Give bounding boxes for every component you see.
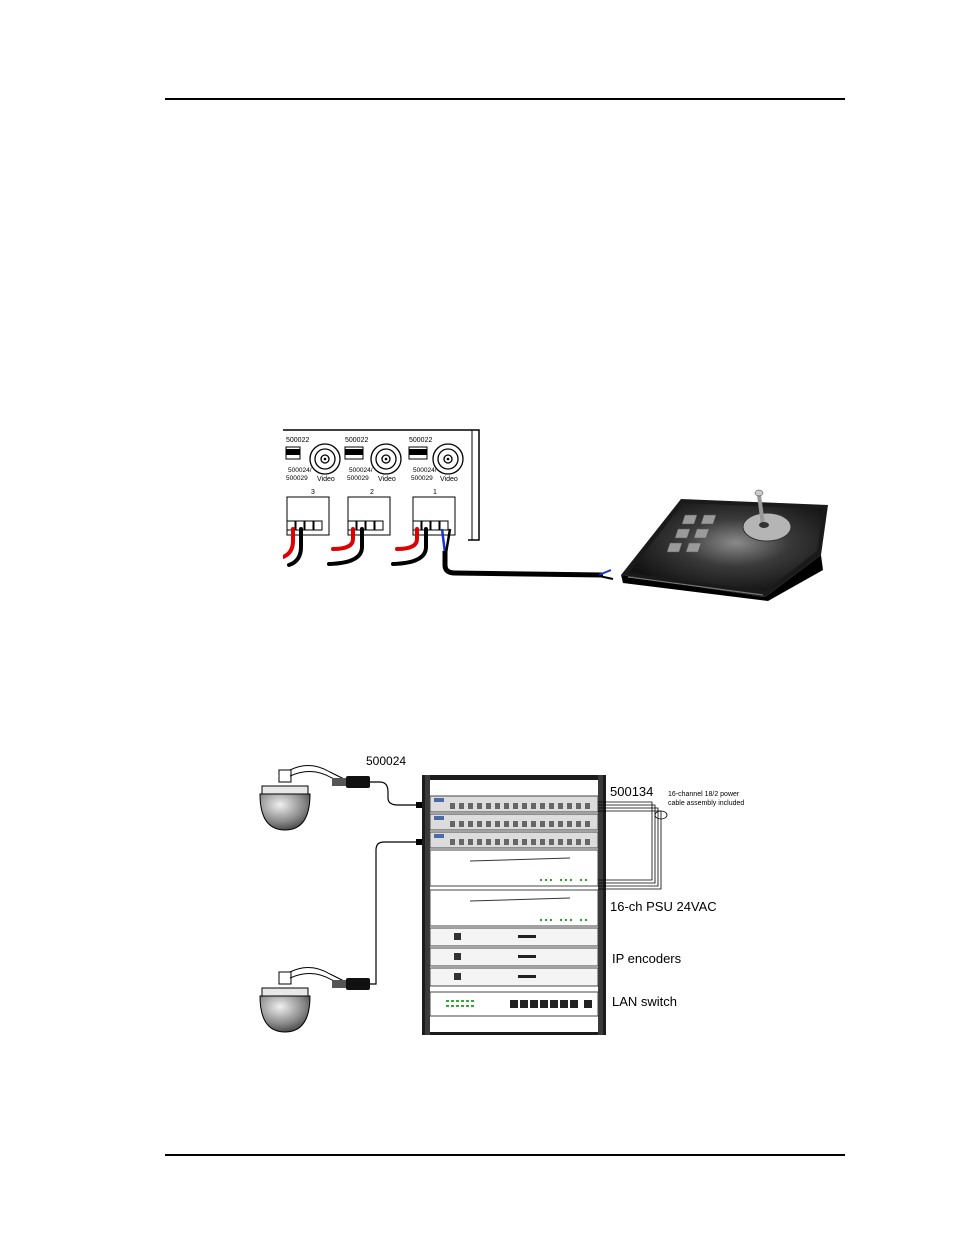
bnc-video-connector xyxy=(310,444,340,474)
video-label: Video xyxy=(440,476,458,483)
part-label: 500022 xyxy=(286,437,309,444)
cable-note-line1: 16-channel 18/2 power xyxy=(668,791,740,798)
switch-label: LAN switch xyxy=(612,994,677,1009)
part-label: 500024/ xyxy=(288,467,312,474)
keyboard-data-cable xyxy=(442,529,613,579)
part-label: 500029 xyxy=(347,475,369,482)
ip-encoders xyxy=(430,928,598,986)
power-cable-assembly xyxy=(598,802,667,889)
part-label: 500022 xyxy=(345,437,368,444)
part-label: 500029 xyxy=(286,475,308,482)
channel-number: 1 xyxy=(433,489,437,496)
patch-panels xyxy=(430,796,598,848)
cable-part-label: 500134 xyxy=(610,784,653,799)
adapter-label: 500024 xyxy=(366,754,406,768)
keyboard-connection-diagram: 500022 500024/ 500029 Video 3 500022 500… xyxy=(283,425,843,610)
footer-rule xyxy=(165,1154,845,1156)
part-label: 500022 xyxy=(409,437,432,444)
channel-1: 500022 500024/ 500029 Video 1 xyxy=(409,437,463,535)
bnc-video-connector xyxy=(371,444,401,474)
lan-switch xyxy=(430,992,598,1016)
header-rule xyxy=(165,98,845,100)
video-cable-top xyxy=(370,782,422,805)
encoders-label: IP encoders xyxy=(612,951,682,966)
bnc-video-connector xyxy=(433,444,463,474)
rack-system-diagram: 500024 xyxy=(250,750,770,1040)
figure-rack-system: 500024 xyxy=(250,750,770,1040)
cable-note-line2: cable assembly included xyxy=(668,800,744,807)
channel-number: 3 xyxy=(311,489,315,496)
video-cable-bottom xyxy=(370,842,422,984)
dome-camera-bottom xyxy=(260,967,346,1032)
part-label: 500024/ xyxy=(413,467,437,474)
part-label: 500024/ xyxy=(349,467,373,474)
dome-camera-top xyxy=(260,765,346,830)
channel-number: 2 xyxy=(370,489,374,496)
part-label: 500029 xyxy=(411,475,433,482)
psu-label: 16-ch PSU 24VAC xyxy=(610,899,717,914)
ptz-keyboard-controller xyxy=(621,490,828,601)
channel-2: 500022 500024/ 500029 Video 2 xyxy=(345,437,401,535)
adapter-500024-bottom xyxy=(332,978,370,990)
video-label: Video xyxy=(317,476,335,483)
channel-3: 500022 500024/ 500029 Video 3 xyxy=(286,437,340,535)
adapter-500024-top xyxy=(332,776,370,788)
figure-keyboard-connection: 500022 500024/ 500029 Video 3 500022 500… xyxy=(283,425,843,610)
video-label: Video xyxy=(378,476,396,483)
